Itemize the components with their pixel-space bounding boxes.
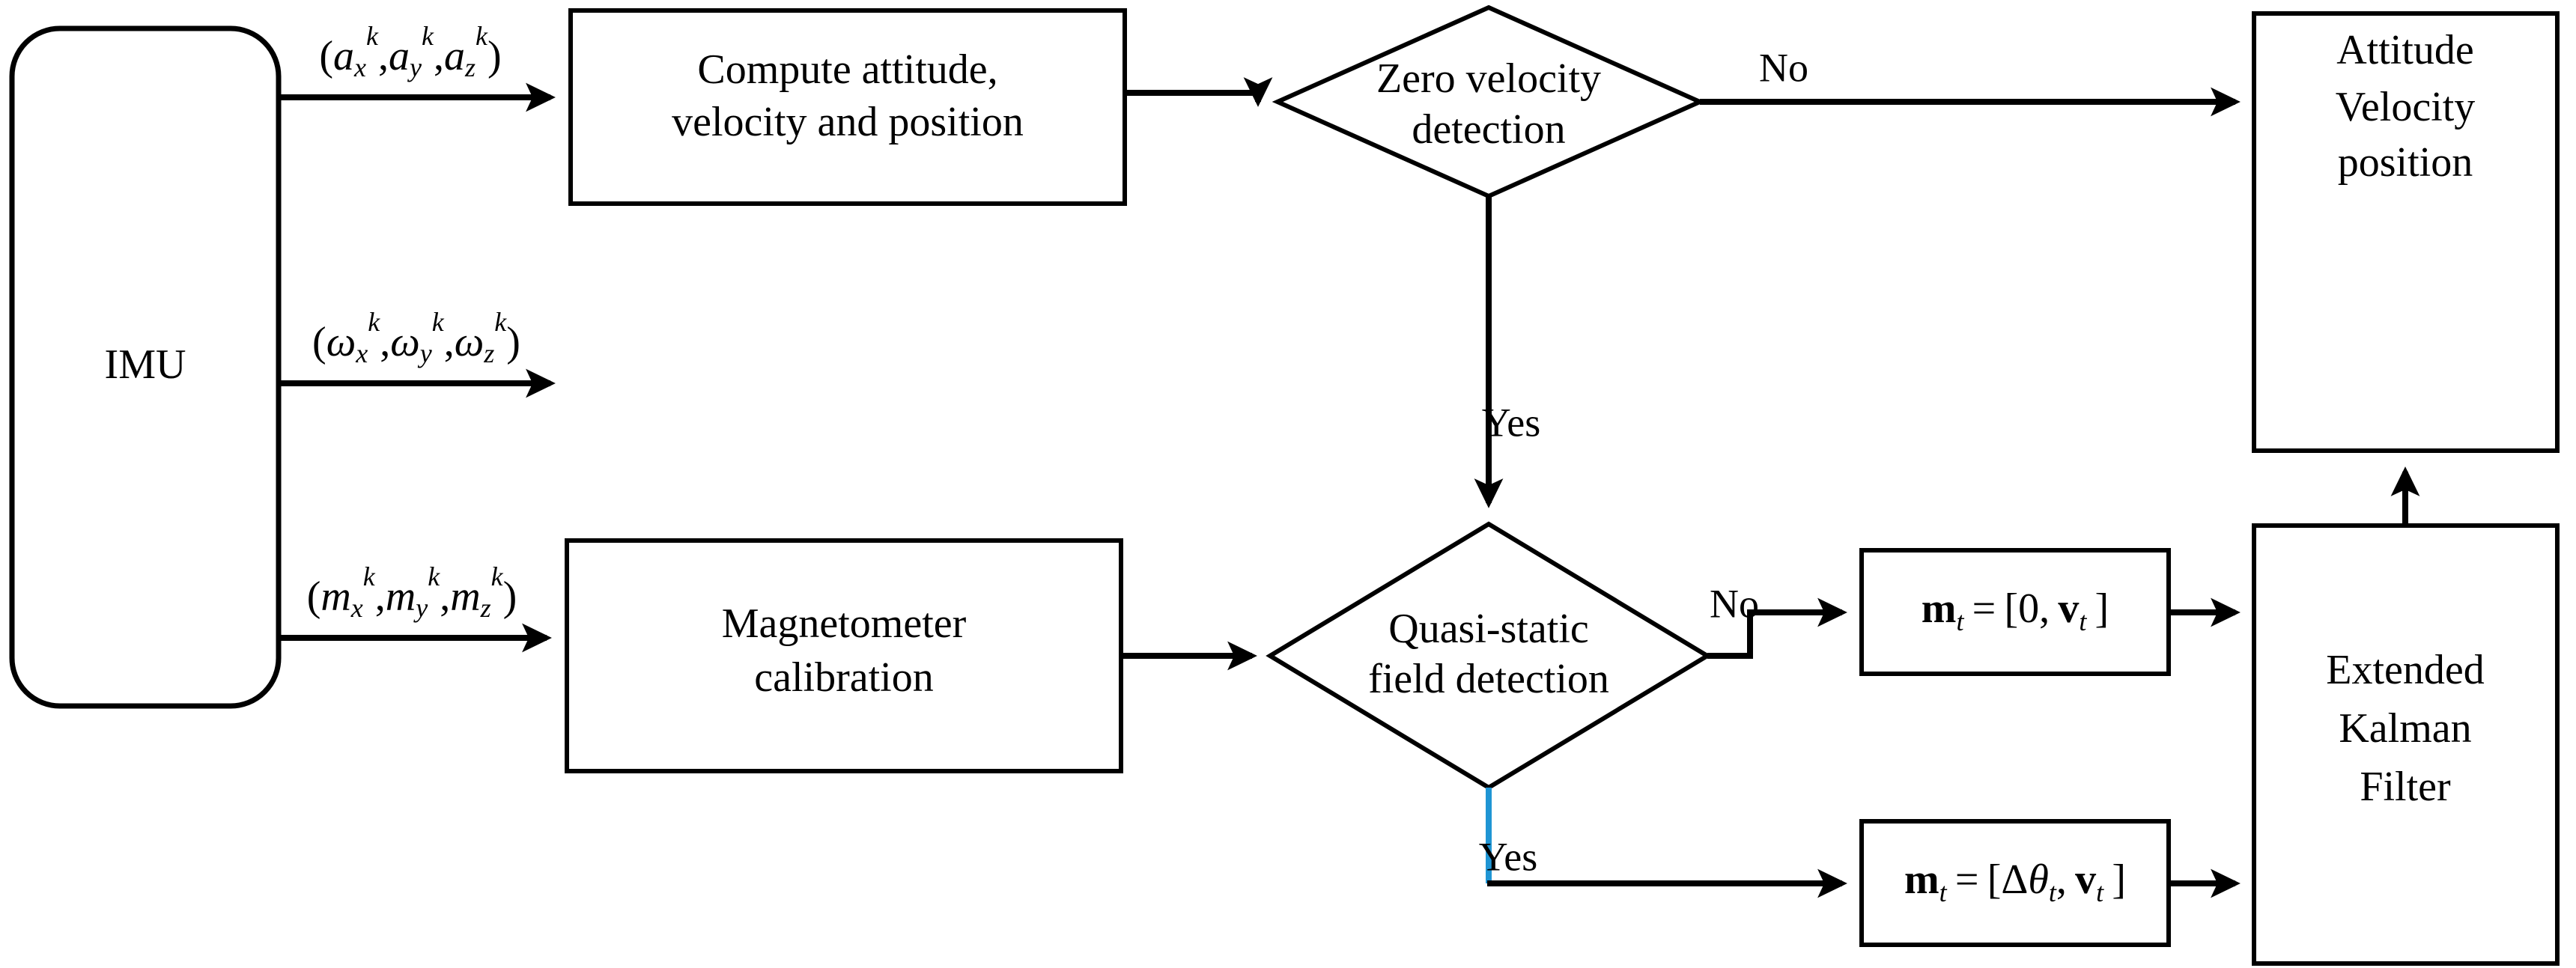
node-zero-velocity[interactable] bbox=[1272, 4, 1706, 199]
edge-label-zero-velocity-no: No bbox=[1759, 45, 1808, 90]
node-m-zero[interactable] bbox=[1859, 548, 2171, 676]
node-compute[interactable] bbox=[568, 8, 1127, 206]
node-output[interactable] bbox=[2252, 11, 2560, 453]
node-compute-line1: Compute attitude, bbox=[697, 46, 997, 93]
node-ekf-line2: Kalman bbox=[2339, 705, 2471, 752]
edge-quasi-static-no-to-m-zero bbox=[1707, 597, 1847, 659]
edge-label-gyro: (ωxk,ωyk,ωzk) bbox=[312, 307, 520, 368]
edge-label-quasi-static-no: No bbox=[1710, 581, 1759, 626]
node-magnetometer-line2: calibration bbox=[754, 654, 933, 701]
node-magnetometer-line1: Magnetometer bbox=[722, 600, 967, 647]
node-imu[interactable] bbox=[9, 25, 282, 709]
node-quasi-static-line2: field detection bbox=[1368, 656, 1609, 702]
node-zero-velocity-line2: detection bbox=[1412, 106, 1565, 153]
edge-label-quasi-static-yes: Yes bbox=[1479, 834, 1538, 879]
node-quasi-static-line1: Quasi-static bbox=[1388, 606, 1588, 652]
edge-compute-to-zero-velocity bbox=[1125, 77, 1273, 107]
node-m-zero-equation: mt = [0, vt ] bbox=[1922, 585, 2109, 636]
node-ekf-line3: Filter bbox=[2360, 764, 2451, 810]
node-output-line3: position bbox=[2338, 139, 2473, 186]
node-ekf[interactable] bbox=[2252, 523, 2560, 966]
edge-label-zero-velocity-yes: Yes bbox=[1482, 400, 1541, 445]
node-zero-velocity-line1: Zero velocity bbox=[1376, 55, 1601, 102]
edge-label-mag: (mxk,myk,mzk) bbox=[307, 561, 517, 623]
node-ekf-line1: Extended bbox=[2326, 647, 2484, 693]
node-compute-line2: velocity and position bbox=[672, 99, 1024, 145]
node-m-theta-equation: mt = [Δθt, vt ] bbox=[1904, 856, 2126, 907]
node-imu-label: IMU bbox=[105, 341, 186, 388]
node-m-theta[interactable] bbox=[1859, 819, 2171, 947]
node-output-line1: Attitude bbox=[2336, 27, 2474, 73]
node-output-line2: Velocity bbox=[2336, 84, 2476, 130]
edge-label-accel: (axk,ayk,azk) bbox=[319, 21, 501, 82]
node-magnetometer[interactable] bbox=[565, 538, 1123, 773]
